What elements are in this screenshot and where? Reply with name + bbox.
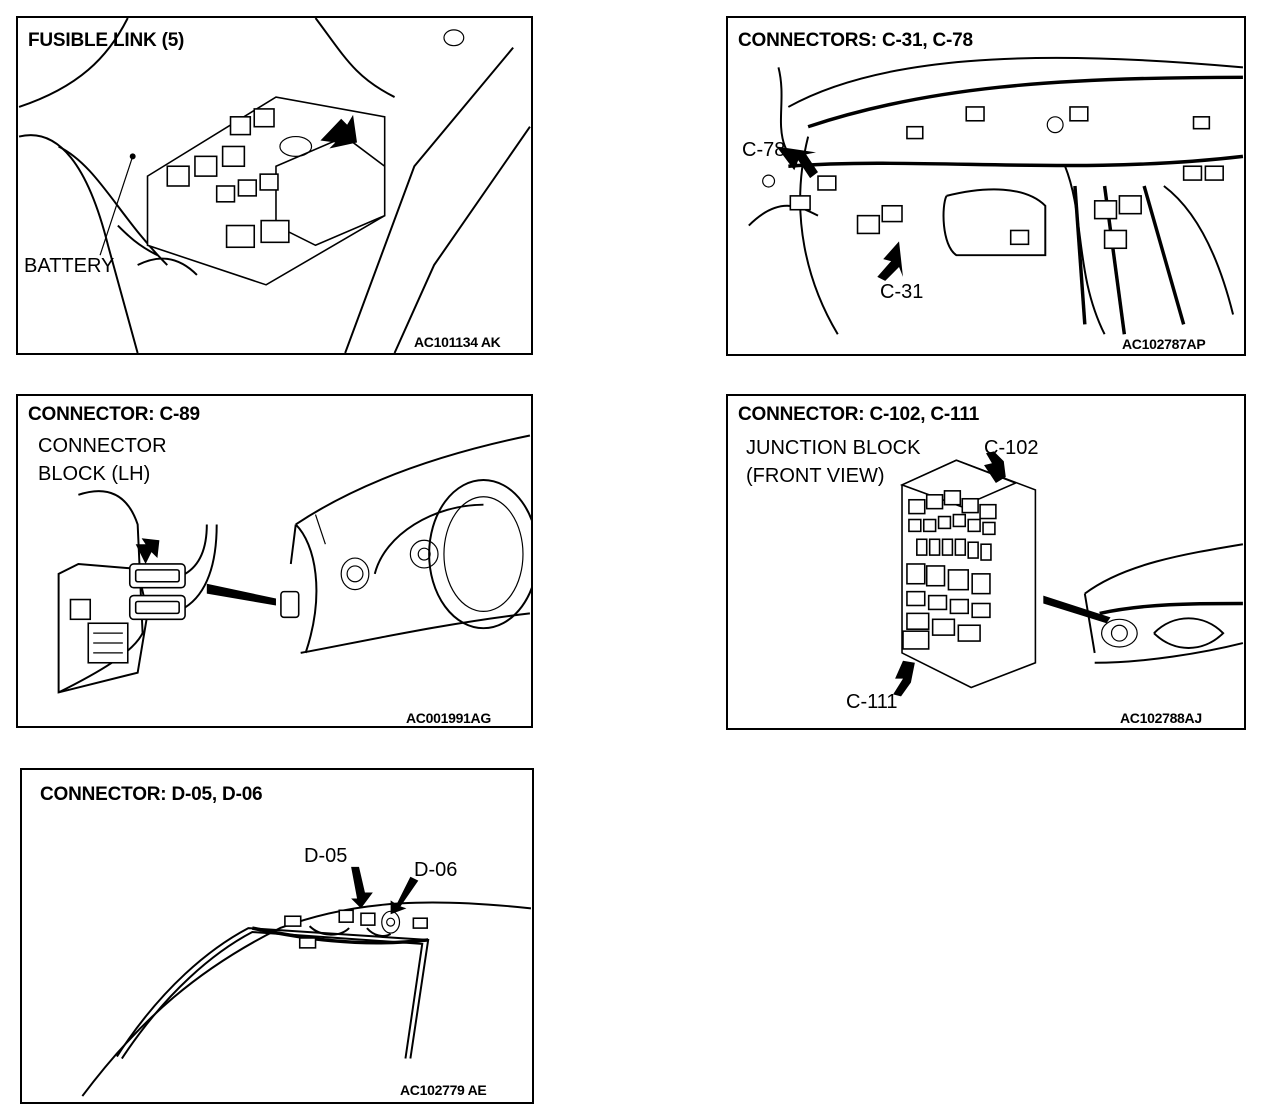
panel-connector-d05-d06: CONNECTOR: D-05, D-06 D-05 D-06 AC102779… [20, 768, 534, 1104]
battery-label: BATTERY [24, 255, 115, 277]
panel-title: CONNECTOR: D-05, D-06 [40, 784, 263, 805]
figure-code: AC001991AG [406, 710, 491, 726]
connector-block-illustration [57, 434, 531, 694]
connector-label: CONNECTOR [38, 435, 167, 457]
roof-harness-illustration [81, 866, 532, 1097]
panel-title: FUSIBLE LINK (5) [28, 30, 185, 51]
c111-label: C-111 [846, 691, 898, 713]
panel-fusible-link: FUSIBLE LINK (5) BATTERY AC101134 AK [16, 16, 533, 355]
c31-label: C-31 [880, 281, 924, 303]
figure-code: AC102788AJ [1120, 710, 1202, 726]
junction-block-label: JUNCTION BLOCK [746, 437, 921, 459]
panel-title: CONNECTOR: C-102, C-111 [738, 404, 980, 425]
panel-connectors-c31-c78: CONNECTORS: C-31, C-78 C-78 C-31 AC10278… [726, 16, 1246, 356]
panel-connector-c102-c111: CONNECTOR: C-102, C-111 JUNCTION BLOCK (… [726, 394, 1246, 730]
panel-title: CONNECTORS: C-31, C-78 [738, 30, 973, 51]
c102-label: C-102 [984, 437, 1039, 459]
figure-code: AC102787AP [1122, 336, 1206, 352]
junction-block-illustration [893, 451, 1244, 697]
fusible-link-illustration [18, 18, 531, 353]
d06-label: D-06 [414, 859, 458, 881]
d05-label: D-05 [304, 845, 348, 867]
block-lh-label: BLOCK (LH) [38, 463, 151, 485]
c78-label: C-78 [742, 139, 786, 161]
panel-title: CONNECTOR: C-89 [28, 404, 200, 425]
front-view-label: (FRONT VIEW) [746, 465, 885, 487]
panel-connector-c89: CONNECTOR: C-89 CONNECTOR BLOCK (LH) AC0… [16, 394, 533, 728]
dashboard-harness-illustration [748, 56, 1244, 335]
figure-code: AC102779 AE [400, 1082, 487, 1098]
figure-code: AC101134 AK [414, 334, 501, 350]
